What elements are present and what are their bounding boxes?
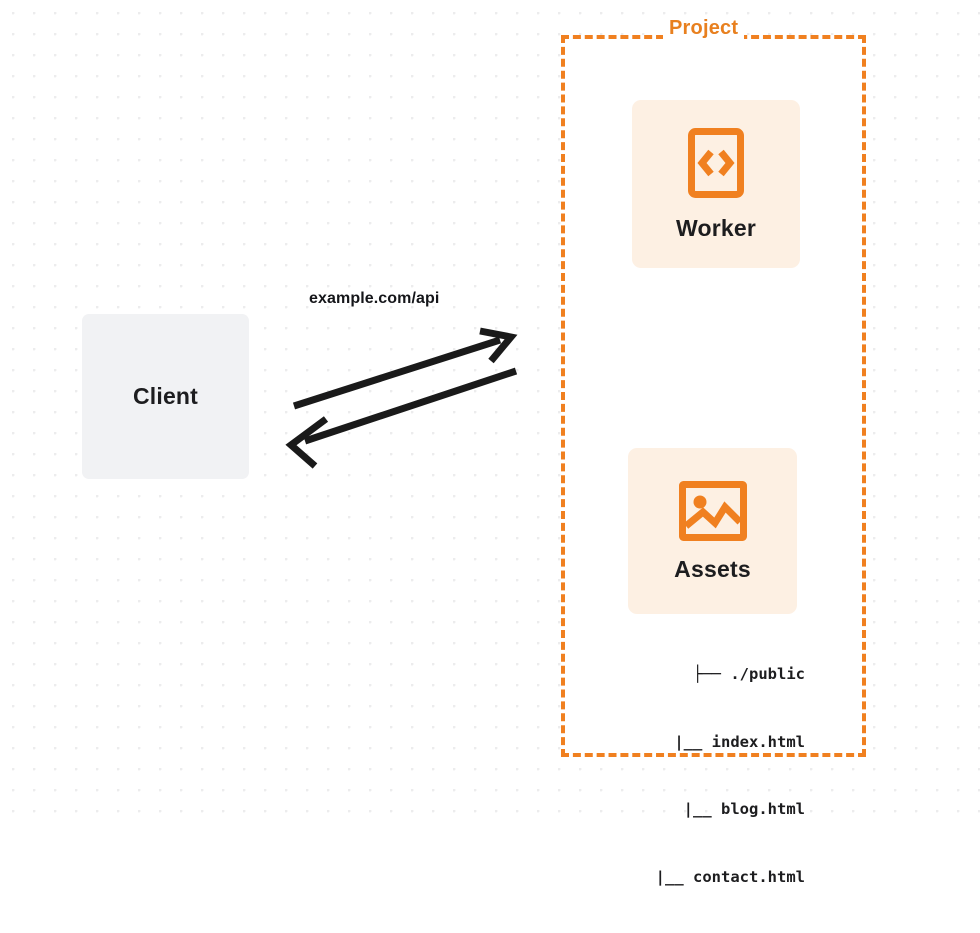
request-arrow bbox=[292, 327, 518, 410]
file-tree-name: contact.html bbox=[693, 867, 805, 886]
client-node[interactable]: Client bbox=[82, 314, 249, 479]
connection-label: example.com/api bbox=[309, 290, 440, 307]
client-node-label: Client bbox=[132, 383, 199, 409]
assets-file-tree: ├── ./public |__ index.html |__ blog.htm… bbox=[600, 618, 805, 933]
file-tree-name: blog.html bbox=[721, 800, 805, 818]
file-tree-connector: |__ bbox=[683, 800, 712, 818]
response-arrow bbox=[285, 367, 518, 469]
image-icon bbox=[678, 480, 747, 541]
file-tree-row: |__ blog.html bbox=[600, 798, 805, 821]
file-tree-connector: |__ bbox=[655, 867, 684, 886]
file-tree-connector: ├── bbox=[693, 665, 721, 683]
diagram-canvas: Client example.com/api Project Worker bbox=[0, 0, 980, 886]
project-container-label: Project bbox=[663, 17, 745, 39]
file-tree-row: |__ contact.html bbox=[600, 866, 805, 889]
file-tree-row: |__ index.html bbox=[600, 731, 805, 754]
assets-card-label: Assets bbox=[674, 555, 751, 582]
file-tree-row: ├── ./public bbox=[600, 663, 805, 686]
file-tree-name: ./public bbox=[730, 665, 805, 683]
assets-card[interactable]: Assets bbox=[628, 448, 797, 614]
file-tree-name: index.html bbox=[711, 732, 805, 751]
code-brackets-icon bbox=[688, 127, 744, 198]
worker-card-label: Worker bbox=[675, 214, 757, 241]
file-tree-connector: |__ bbox=[674, 732, 703, 751]
worker-card[interactable]: Worker bbox=[632, 100, 800, 268]
